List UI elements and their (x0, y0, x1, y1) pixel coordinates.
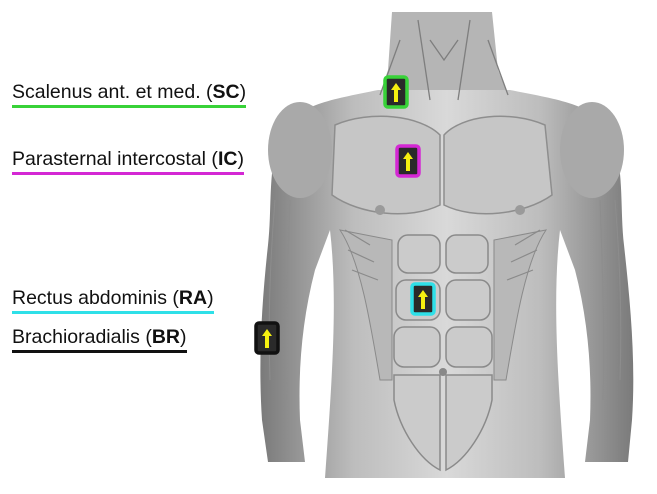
sensor-ic (395, 144, 421, 178)
arrow-up-icon (403, 152, 413, 171)
arrow-up-icon (262, 329, 272, 348)
body-silhouette (260, 12, 634, 478)
label-parasternal-intercostal: Parasternal intercostal (IC) (12, 147, 244, 175)
label-brachioradialis-abbr: BR (151, 326, 180, 348)
label-rectus-abdominis-name: Rectus abdominis (12, 287, 167, 309)
label-scalenus: Scalenus ant. et med. (SC) (12, 80, 247, 108)
sensor-br (254, 321, 280, 355)
arrow-up-icon (418, 290, 428, 309)
sensor-markers (254, 75, 436, 355)
label-parasternal-intercostal-abbr: IC (217, 148, 238, 170)
label-rectus-abdominis: Rectus abdominis (RA) (12, 286, 214, 314)
label-scalenus-name: Scalenus ant. et med. (12, 81, 201, 103)
label-brachioradialis: Brachioradialis (BR) (12, 325, 187, 353)
sensor-sc (383, 75, 409, 109)
label-scalenus-abbr: SC (212, 81, 240, 103)
label-parasternal-intercostal-name: Parasternal intercostal (12, 148, 207, 170)
arrow-up-icon (391, 83, 401, 102)
label-rectus-abdominis-abbr: RA (178, 287, 208, 309)
label-brachioradialis-name: Brachioradialis (12, 326, 140, 348)
sensor-ra (410, 282, 436, 316)
